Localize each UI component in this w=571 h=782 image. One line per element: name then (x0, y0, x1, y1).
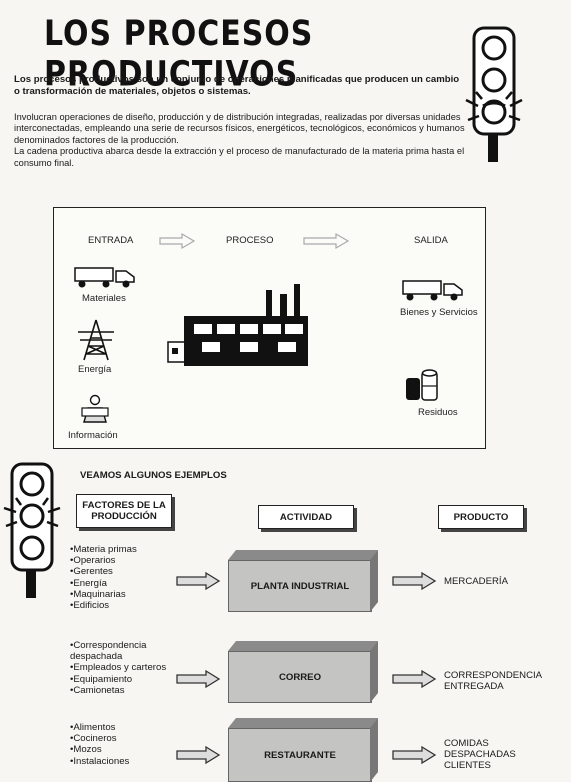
arrow-right-icon (176, 669, 221, 689)
list-item: Alimentos (70, 722, 129, 733)
product-mercaderia: MERCADERÍA (444, 576, 508, 587)
factors-list: Correspondencia despachada Empleados y c… (70, 640, 166, 696)
output-residuos: Residuos (418, 407, 458, 418)
input-informacion: Información (68, 430, 118, 441)
list-item: Equipamiento (70, 674, 166, 685)
product-comidas: COMIDAS DESPACHADAS CLIENTES (444, 738, 516, 771)
examples-title: VEAMOS ALGUNOS EJEMPLOS (80, 470, 227, 481)
list-item: Materia primas (70, 544, 136, 555)
arrow-right-icon (392, 745, 437, 765)
list-item: Cocineros (70, 733, 129, 744)
paragraph-cadena: La cadena productiva abarca desde la ext… (14, 146, 465, 168)
header-actividad: ACTIVIDAD (258, 505, 354, 529)
list-item: Edificios (70, 600, 137, 611)
barrels-icon (406, 369, 438, 401)
header-factores: FACTORES DE LA PRODUCCIÓN (76, 494, 172, 528)
factory-icon (167, 284, 308, 366)
label-salida: SALIDA (414, 235, 448, 246)
intro-paragraph: Involucran operaciones de diseño, produc… (14, 112, 469, 169)
input-energia: Energía (78, 364, 112, 375)
input-materiales: Materiales (82, 293, 126, 304)
activity-planta: PLANTA INDUSTRIAL (228, 560, 372, 612)
list-item: Gerentes (70, 566, 137, 577)
truck-icon (402, 280, 463, 301)
list-item: Instalaciones (70, 756, 129, 767)
arrow-right-icon (392, 571, 437, 591)
output-bienes: Bienes y Servicios (400, 307, 478, 318)
arrow-right-icon (176, 571, 221, 591)
traffic-light-icon (465, 26, 523, 162)
activity-restaurante: RESTAURANTE (228, 728, 372, 782)
list-item: Camionetas (70, 685, 166, 696)
header-producto: PRODUCTO (438, 505, 524, 529)
list-item: Correspondencia despachada (70, 640, 160, 662)
arrow-right-icon (159, 232, 196, 250)
list-item: Energía (70, 578, 137, 589)
process-diagram: ENTRADA PROCESO SALIDA Materiales Energí… (53, 207, 486, 449)
activity-correo: CORREO (228, 651, 372, 703)
activity-block: RESTAURANTE (228, 718, 378, 782)
list-item: Empleados y carteros (70, 662, 166, 673)
factors-list: Materia primas Operarios Gerentes Energí… (70, 544, 137, 611)
factors-list: Alimentos Cocineros Mozos Instalaciones (70, 722, 129, 767)
label-proceso: PROCESO (226, 235, 274, 246)
intro-definition: Los procesos productivos son un conjunto… (14, 74, 460, 97)
arrow-right-icon (303, 232, 350, 250)
power-tower-icon (78, 319, 114, 361)
list-item: Mozos (70, 744, 129, 755)
arrow-right-icon (176, 745, 221, 765)
list-item: Operarios (70, 555, 137, 566)
traffic-light-icon (3, 462, 61, 598)
activity-block: PLANTA INDUSTRIAL (228, 550, 378, 612)
paragraph-factores: Involucran operaciones de diseño, produc… (14, 112, 465, 145)
activity-block: CORREO (228, 641, 378, 703)
list-item: Maquinarias (70, 589, 137, 600)
truck-icon (74, 267, 135, 288)
arrow-right-icon (392, 669, 437, 689)
product-correspondencia: CORRESPONDENCIA ENTREGADA (444, 670, 542, 692)
label-entrada: ENTRADA (88, 235, 134, 246)
person-reading-icon (81, 394, 109, 423)
page-title: LOS PROCESOS PRODUCTIVOS (44, 14, 314, 95)
